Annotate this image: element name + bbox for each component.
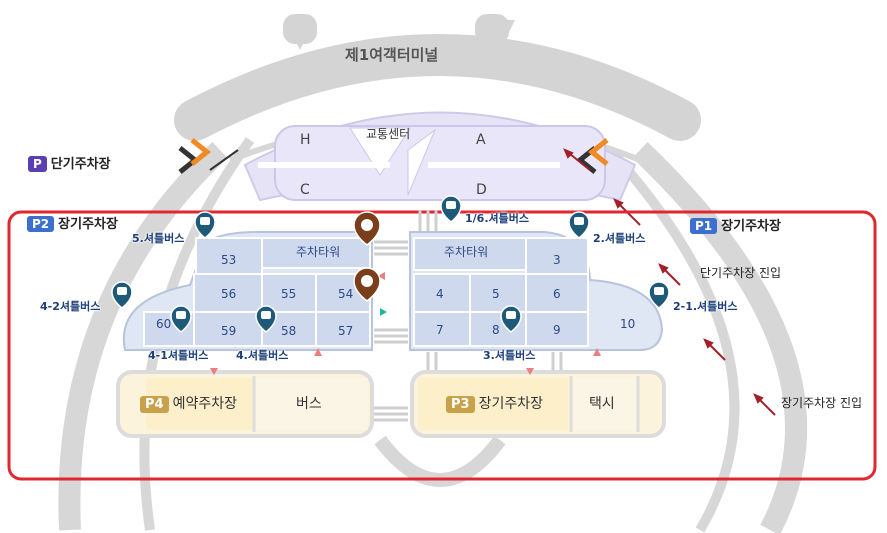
tower-bridge	[374, 210, 563, 422]
shuttle-stop-2-1-label[interactable]: 2-1.셔틀버스	[673, 300, 738, 313]
shuttle-stop-4-1-label[interactable]: 4-1셔틀버스	[148, 349, 209, 362]
p1-text: 장기주차장	[721, 219, 781, 234]
short-term-text: 단기주차장	[50, 157, 111, 172]
wing-a-label: A	[476, 132, 486, 148]
parking-zone-53[interactable]: 53	[221, 253, 237, 267]
p1-badge: P1	[690, 218, 718, 234]
entrance-triangle-teal-icon	[380, 308, 387, 316]
short-term-badge: P	[28, 156, 47, 172]
p3-badge: P3	[446, 396, 475, 413]
shuttle-stop-2-label[interactable]: 2.셔틀버스	[593, 232, 646, 245]
shuttle-stop-5-label[interactable]: 5.셔틀버스	[132, 232, 185, 245]
short-term-exit-arrow	[209, 149, 239, 171]
bus-area-label[interactable]: 버스	[296, 396, 322, 412]
shuttle-stop-4-label[interactable]: 4.셔틀버스	[236, 349, 289, 362]
parking-zone-3[interactable]: 3	[553, 253, 561, 267]
parking-zone-5[interactable]: 5	[492, 287, 500, 301]
p3-text: 장기주차장	[478, 396, 543, 412]
parking-zone-9[interactable]: 9	[553, 323, 561, 337]
parking-zone-60[interactable]: 60	[156, 317, 172, 331]
p3-taxi-block	[410, 370, 666, 438]
parking-zone-10[interactable]: 10	[620, 317, 636, 331]
p2-badge: P2	[27, 216, 55, 232]
parking-zone-58[interactable]: 58	[281, 324, 297, 338]
transport-center-building	[243, 111, 637, 202]
location-pin-icons	[353, 211, 381, 302]
parking-zone-56[interactable]: 56	[221, 287, 237, 301]
shuttle-stop-3-label[interactable]: 3.셔틀버스	[483, 349, 536, 362]
left-tower-label: 주차타워	[296, 245, 341, 259]
entry-arrow-icons	[563, 148, 776, 416]
parking-zone-4[interactable]: 4	[436, 287, 444, 301]
parking-zone-54[interactable]: 54	[338, 287, 354, 301]
pin-dot	[361, 275, 373, 287]
parking-zone-6[interactable]: 6	[553, 287, 561, 301]
terminal-title: 제1여객터미널	[345, 46, 439, 64]
shuttle-stop-4-2-label[interactable]: 4-2셔틀버스	[40, 300, 101, 313]
p4-text: 예약주차장	[172, 396, 237, 412]
parking-zone-55[interactable]: 55	[281, 287, 297, 301]
parking-zone-7[interactable]: 7	[436, 323, 444, 337]
transport-center-title: 교통센터	[366, 127, 411, 141]
right-parking-tower	[409, 231, 664, 351]
bus-glyphs	[117, 201, 664, 319]
chevron-icon	[178, 138, 609, 174]
taxi-area-label[interactable]: 택시	[589, 396, 615, 412]
parking-zone-59[interactable]: 59	[221, 324, 237, 338]
wing-d-label: D	[476, 182, 487, 198]
entrance-triangle-icons	[210, 272, 601, 375]
pin-dot	[361, 219, 373, 231]
parking-zone-8[interactable]: 8	[492, 323, 500, 337]
parking-zone-57[interactable]: 57	[338, 324, 354, 338]
wing-h-label: H	[300, 132, 311, 148]
shuttle-stop-1-6-label[interactable]: 1/6.셔틀버스	[465, 212, 529, 225]
p4-badge: P4	[140, 396, 169, 413]
wing-c-label: C	[300, 182, 310, 198]
p2-text: 장기주차장	[58, 217, 118, 232]
right-tower-label: 주차타워	[444, 245, 489, 259]
terminal-building	[174, 14, 701, 141]
long-term-entry-label: 장기주차장 진입	[781, 396, 863, 410]
short-term-entry-label: 단기주차장 진입	[700, 266, 782, 280]
